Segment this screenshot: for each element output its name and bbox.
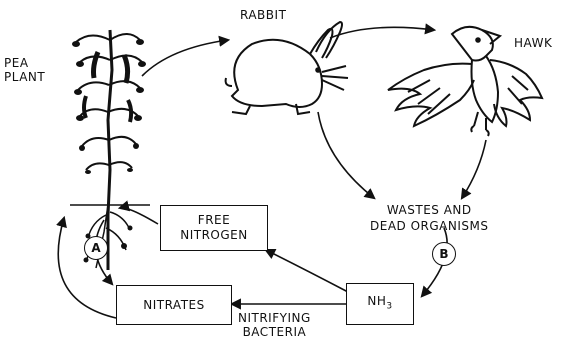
arrow-rabbit-to-hawk: [330, 27, 434, 38]
ammonia-formula: NH: [367, 294, 386, 308]
marker-a: A: [84, 236, 108, 260]
pea-plant-illustration: [70, 30, 150, 270]
hawk-label: HAWK: [514, 36, 552, 50]
ammonia-box: NH3: [346, 283, 414, 325]
rabbit-label: RABBIT: [240, 8, 286, 22]
arrow-ammonia-to-free-nitrogen: [266, 250, 348, 292]
arrow-plant-to-rabbit: [142, 40, 228, 76]
free-nitrogen-line1: FREE: [198, 213, 230, 228]
pea-plant-label: PEA PLANT: [4, 56, 45, 84]
wastes-label-line1: WASTES AND: [370, 202, 488, 218]
wastes-and-dead-organisms-label: WASTES AND DEAD ORGANISMS: [370, 202, 488, 234]
pea-plant-label-line2: PLANT: [4, 70, 45, 84]
pea-plant-label-line1: PEA: [4, 56, 45, 70]
marker-b: B: [432, 242, 456, 266]
free-nitrogen-line2: NITROGEN: [180, 228, 248, 243]
nitrates-box: NITRATES: [116, 285, 232, 325]
arrow-hawk-to-wastes: [462, 140, 486, 198]
rabbit-illustration: [226, 22, 348, 114]
nitrifying-label-line1: NITRIFYING: [238, 311, 311, 325]
wastes-label-line2: DEAD ORGANISMS: [370, 218, 488, 234]
ammonia-subscript: 3: [386, 301, 392, 311]
arrow-rabbit-to-wastes: [318, 112, 374, 198]
nitrifying-bacteria-label: NITRIFYING BACTERIA: [238, 311, 311, 339]
ammonia-label: NH3: [367, 294, 392, 314]
nitrifying-label-line2: BACTERIA: [238, 325, 311, 339]
nitrates-label: NITRATES: [143, 298, 205, 313]
free-nitrogen-box: FREE NITROGEN: [160, 205, 268, 251]
